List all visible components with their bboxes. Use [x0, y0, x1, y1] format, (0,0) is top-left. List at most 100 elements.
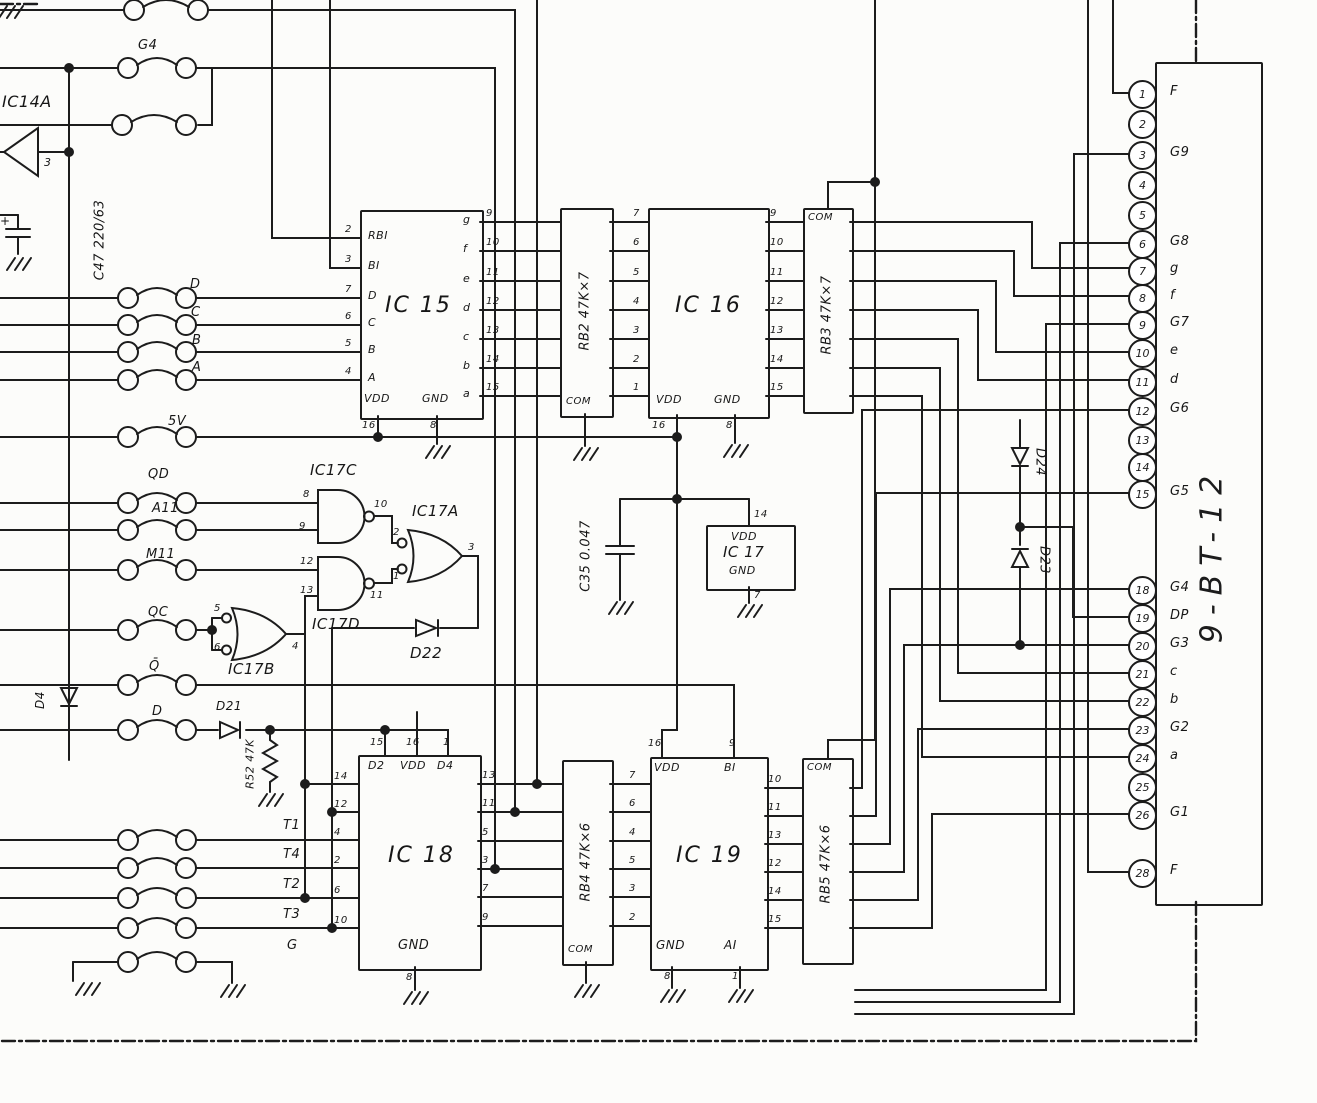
ic19-label: IC 19: [676, 843, 743, 868]
g17b-in2: 6: [214, 642, 221, 653]
g17b-label: IC17B: [228, 660, 275, 678]
connector-pin: 13: [1128, 426, 1157, 455]
connector-pin-number: 12: [1135, 405, 1150, 418]
ic15-seg: f: [463, 242, 468, 255]
g17a-label: IC17A: [412, 502, 459, 520]
sig-qc: QC: [148, 605, 169, 620]
connector-pin: 5: [1128, 201, 1157, 230]
connector-pin: 18: [1128, 576, 1157, 605]
ic15-left-pin: 3: [345, 254, 352, 265]
ic16-label: IC 16: [675, 293, 742, 318]
connector-pin-label: G7: [1170, 315, 1190, 330]
sig-m11: M11: [146, 547, 176, 562]
connector-pin-label: F: [1170, 84, 1178, 99]
rb4-com: COM: [568, 944, 593, 955]
connector-pin-label: f: [1170, 288, 1176, 303]
ic15-left-name: C: [368, 316, 377, 329]
ic19-left-pin: 5: [629, 855, 636, 866]
ic18-left-pin: 4: [334, 827, 341, 838]
ic19-right-pin: 14: [768, 886, 782, 897]
connector-pin-label: G4: [1170, 580, 1190, 595]
ic15-right-pin: 15: [486, 382, 500, 393]
ic16-right-pin: 11: [770, 267, 784, 278]
ic17pwr-vdd: VDD: [731, 530, 757, 543]
connector-pin-number: 19: [1135, 612, 1150, 625]
ic19-right-pin: 13: [768, 830, 782, 841]
ground-symbol: [403, 991, 429, 1005]
ic16-right-pin: 10: [770, 237, 784, 248]
connector-pin: 19: [1128, 604, 1157, 633]
connector-pin-label: G1: [1170, 805, 1190, 820]
jumper-link: [123, 0, 209, 21]
connector-pin-number: 23: [1135, 724, 1150, 737]
g17d-label: IC17D: [312, 615, 361, 633]
rb2-com: COM: [566, 396, 591, 407]
connector-pin-label: d: [1170, 372, 1179, 387]
ic17pwr-gnd: GND: [729, 564, 756, 577]
ic19-left-pin: 6: [629, 798, 636, 809]
ic16-gnd: GND: [714, 393, 741, 406]
connector-pin-number: 10: [1135, 347, 1150, 360]
connector-pin-label: G2: [1170, 720, 1190, 735]
ground-symbol: [220, 984, 246, 998]
connector-pin-label: DP: [1170, 608, 1189, 623]
connector-pin: 26: [1128, 801, 1157, 830]
ic16-left-pin: 3: [633, 325, 640, 336]
ic19-bottom-name: GND: [656, 938, 686, 952]
g17a-out: 3: [468, 542, 475, 553]
ic16-left-pin: 6: [633, 237, 640, 248]
ic16-right-pin: 9: [770, 208, 777, 219]
jumper-link: [117, 57, 197, 79]
connector-pin-label: e: [1170, 343, 1179, 358]
jumper-link: [117, 341, 197, 363]
ic19-top-name: VDD: [654, 761, 680, 774]
connector-pin-label: G9: [1170, 145, 1190, 160]
g17d-in1: 12: [300, 556, 314, 567]
ic15-left-pin: 5: [345, 338, 352, 349]
ic19-box: [650, 757, 769, 971]
connector-pin-number: 13: [1135, 434, 1150, 447]
ic15-right-pin: 11: [486, 267, 500, 278]
ground-symbol: [737, 604, 763, 618]
rb4-title: RB4 47K×6: [578, 822, 594, 902]
junction-dots: [64, 63, 1025, 933]
ic18-top-pin: 16: [406, 737, 420, 748]
rb3-title: RB3 47K×7: [819, 275, 835, 355]
ic16-left-pin: 4: [633, 296, 640, 307]
ic16-vdd: VDD: [656, 393, 682, 406]
ic15-gnd: GND: [422, 392, 449, 405]
ic18-top-name: D4: [437, 759, 454, 772]
ic14a-pin: 3: [44, 156, 52, 169]
ground-symbol: [573, 447, 599, 461]
ic15-left-pin: 7: [345, 284, 352, 295]
sig-t4: T4: [283, 847, 301, 862]
connector-pin-number: 21: [1135, 668, 1150, 681]
d23-label: D23: [1036, 545, 1052, 575]
connector-pin: 23: [1128, 716, 1157, 745]
connector-pin: 6: [1128, 230, 1157, 259]
ic15-right-pin: 14: [486, 354, 500, 365]
connector-pin-number: 28: [1135, 867, 1150, 880]
symbols: [0, 0, 1030, 1005]
rb5-title: RB5 47K×6: [818, 824, 834, 904]
connector-pin-number: 6: [1139, 238, 1146, 251]
d4-diode: [59, 687, 79, 707]
ground-symbol: [0, 5, 24, 19]
ground-symbol: [574, 984, 600, 998]
rb3-com: COM: [808, 212, 833, 223]
ic15-vdd: VDD: [364, 392, 390, 405]
connector-pin-number: 9: [1139, 319, 1146, 332]
sig-t2: T2: [283, 877, 301, 892]
connector-pin-label: G8: [1170, 234, 1190, 249]
connector-pin-number: 11: [1135, 376, 1150, 389]
ic19-left-pin: 4: [629, 827, 636, 838]
ic15-right-pin: 13: [486, 325, 500, 336]
connector-pin: 22: [1128, 688, 1157, 717]
ic15-left-pin: 2: [345, 224, 352, 235]
sig-c: C: [191, 305, 201, 320]
c47-label: C47 220/63: [92, 199, 108, 281]
ground-symbol: [425, 445, 451, 459]
ground-symbol: [75, 982, 101, 996]
ic15-left-name: B: [368, 343, 377, 356]
